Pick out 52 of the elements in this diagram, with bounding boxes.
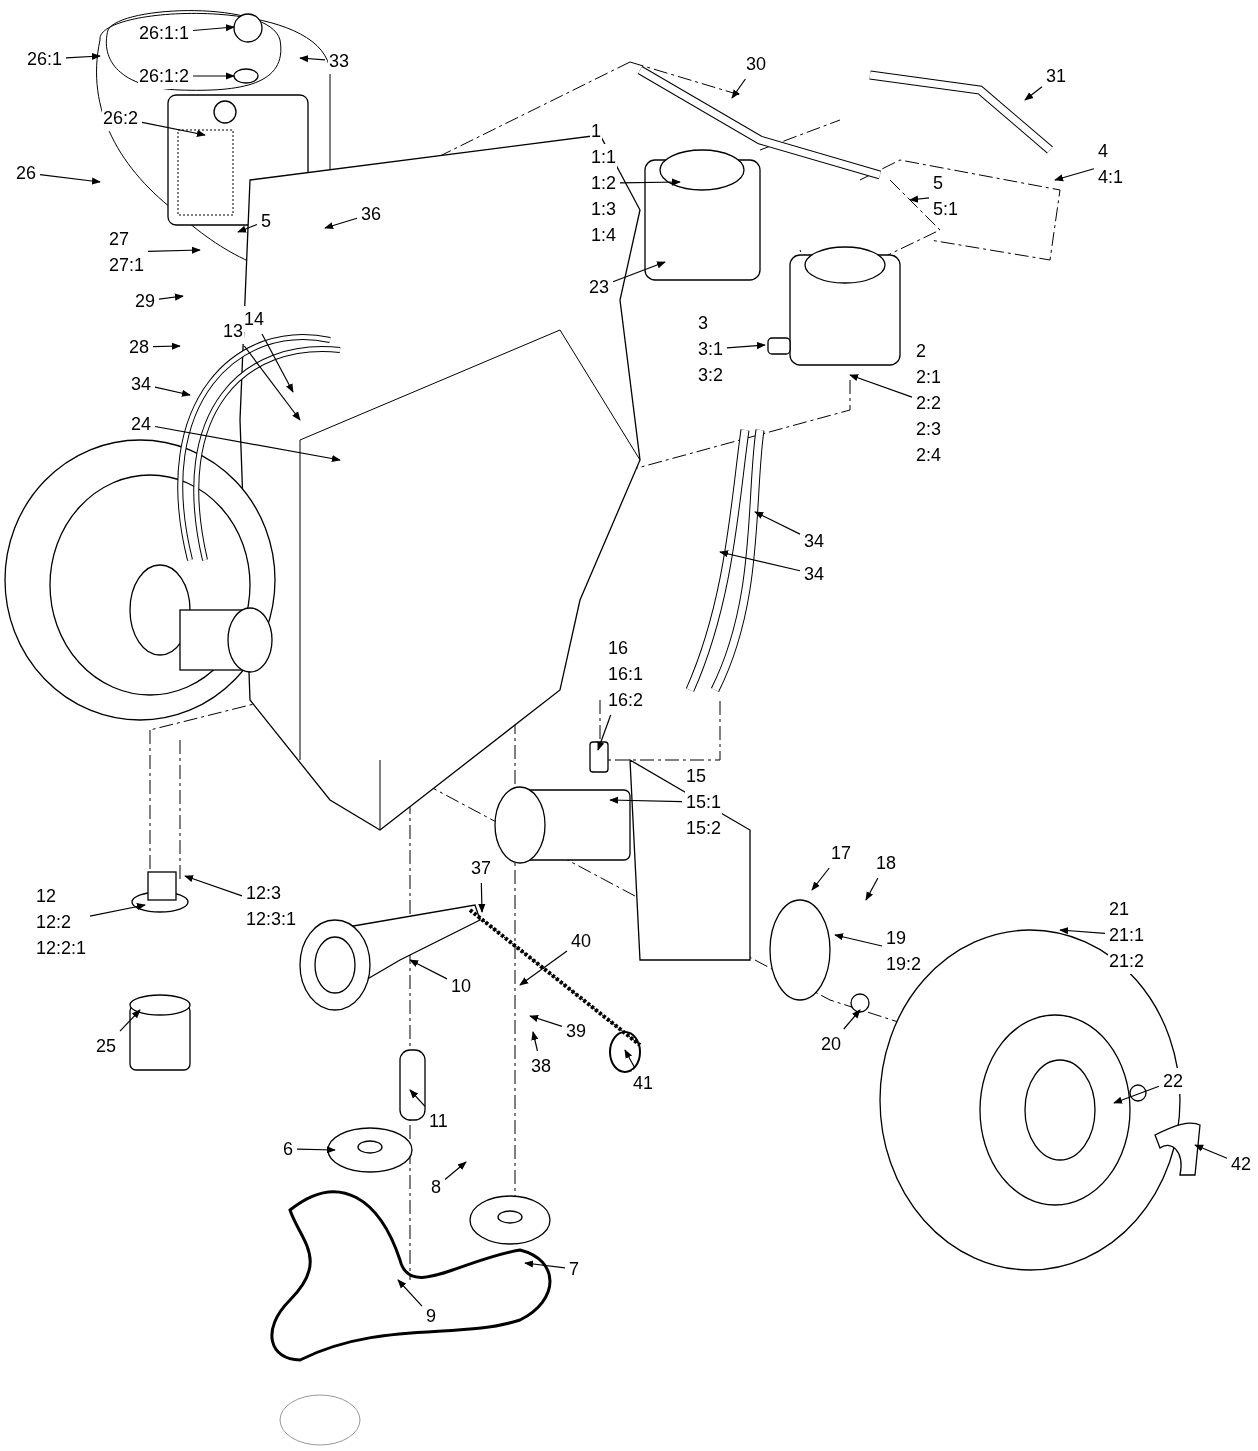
leader-line: [1194, 1144, 1228, 1159]
leader-line: [237, 223, 258, 233]
leader-line: [409, 1089, 426, 1107]
leader-line: [1054, 168, 1095, 182]
leader-line: [154, 386, 191, 397]
leader-line: [478, 882, 486, 913]
leader-line: [65, 52, 101, 61]
leader-line: [1024, 86, 1043, 101]
leader-line: [296, 1146, 336, 1154]
leader-line: [89, 903, 146, 917]
leader-line: [529, 1015, 563, 1028]
callout-number: 15:1: [685, 789, 723, 815]
leader-line: [192, 72, 235, 80]
leader-line: [531, 1031, 539, 1052]
leader-line: [154, 425, 341, 463]
leader-line: [39, 174, 101, 185]
leader-line: [1059, 927, 1106, 935]
leader-line: [397, 1279, 423, 1307]
leader-line: [524, 1260, 566, 1269]
leader-line: [849, 374, 913, 398]
leader-line: [811, 867, 830, 891]
leader-line: [299, 55, 326, 63]
leader-line: [158, 293, 184, 301]
leader-line: [444, 1161, 467, 1181]
leader-line: [843, 1009, 861, 1030]
leader-line: [719, 550, 801, 572]
leader-line: [119, 1009, 141, 1032]
leader-line: [731, 78, 746, 99]
callout-number: 22: [1162, 1068, 1185, 1094]
leader-line: [754, 511, 801, 535]
leader-line: [261, 333, 294, 393]
leader-line: [519, 950, 568, 986]
leader-line: [909, 195, 930, 203]
leader-line: [597, 714, 612, 751]
leader-line: [147, 246, 201, 254]
callout-number: 14: [243, 306, 266, 332]
leader-line: [184, 875, 243, 897]
leader-line: [409, 959, 448, 980]
leader-line: [612, 261, 666, 283]
leader-line: [624, 1049, 636, 1069]
leader-line: [243, 345, 301, 421]
leader-line: [324, 217, 358, 230]
callout-number: 1:1: [590, 144, 618, 170]
leader-line: [1113, 1085, 1160, 1104]
leader-line: [141, 121, 206, 137]
leader-line: [726, 342, 766, 350]
leader-line: [609, 796, 683, 804]
leader-line: [152, 342, 181, 350]
leader-line: [192, 24, 235, 32]
leader-line: [834, 933, 883, 947]
leader-line: [865, 877, 879, 901]
leader-line: [619, 178, 681, 186]
